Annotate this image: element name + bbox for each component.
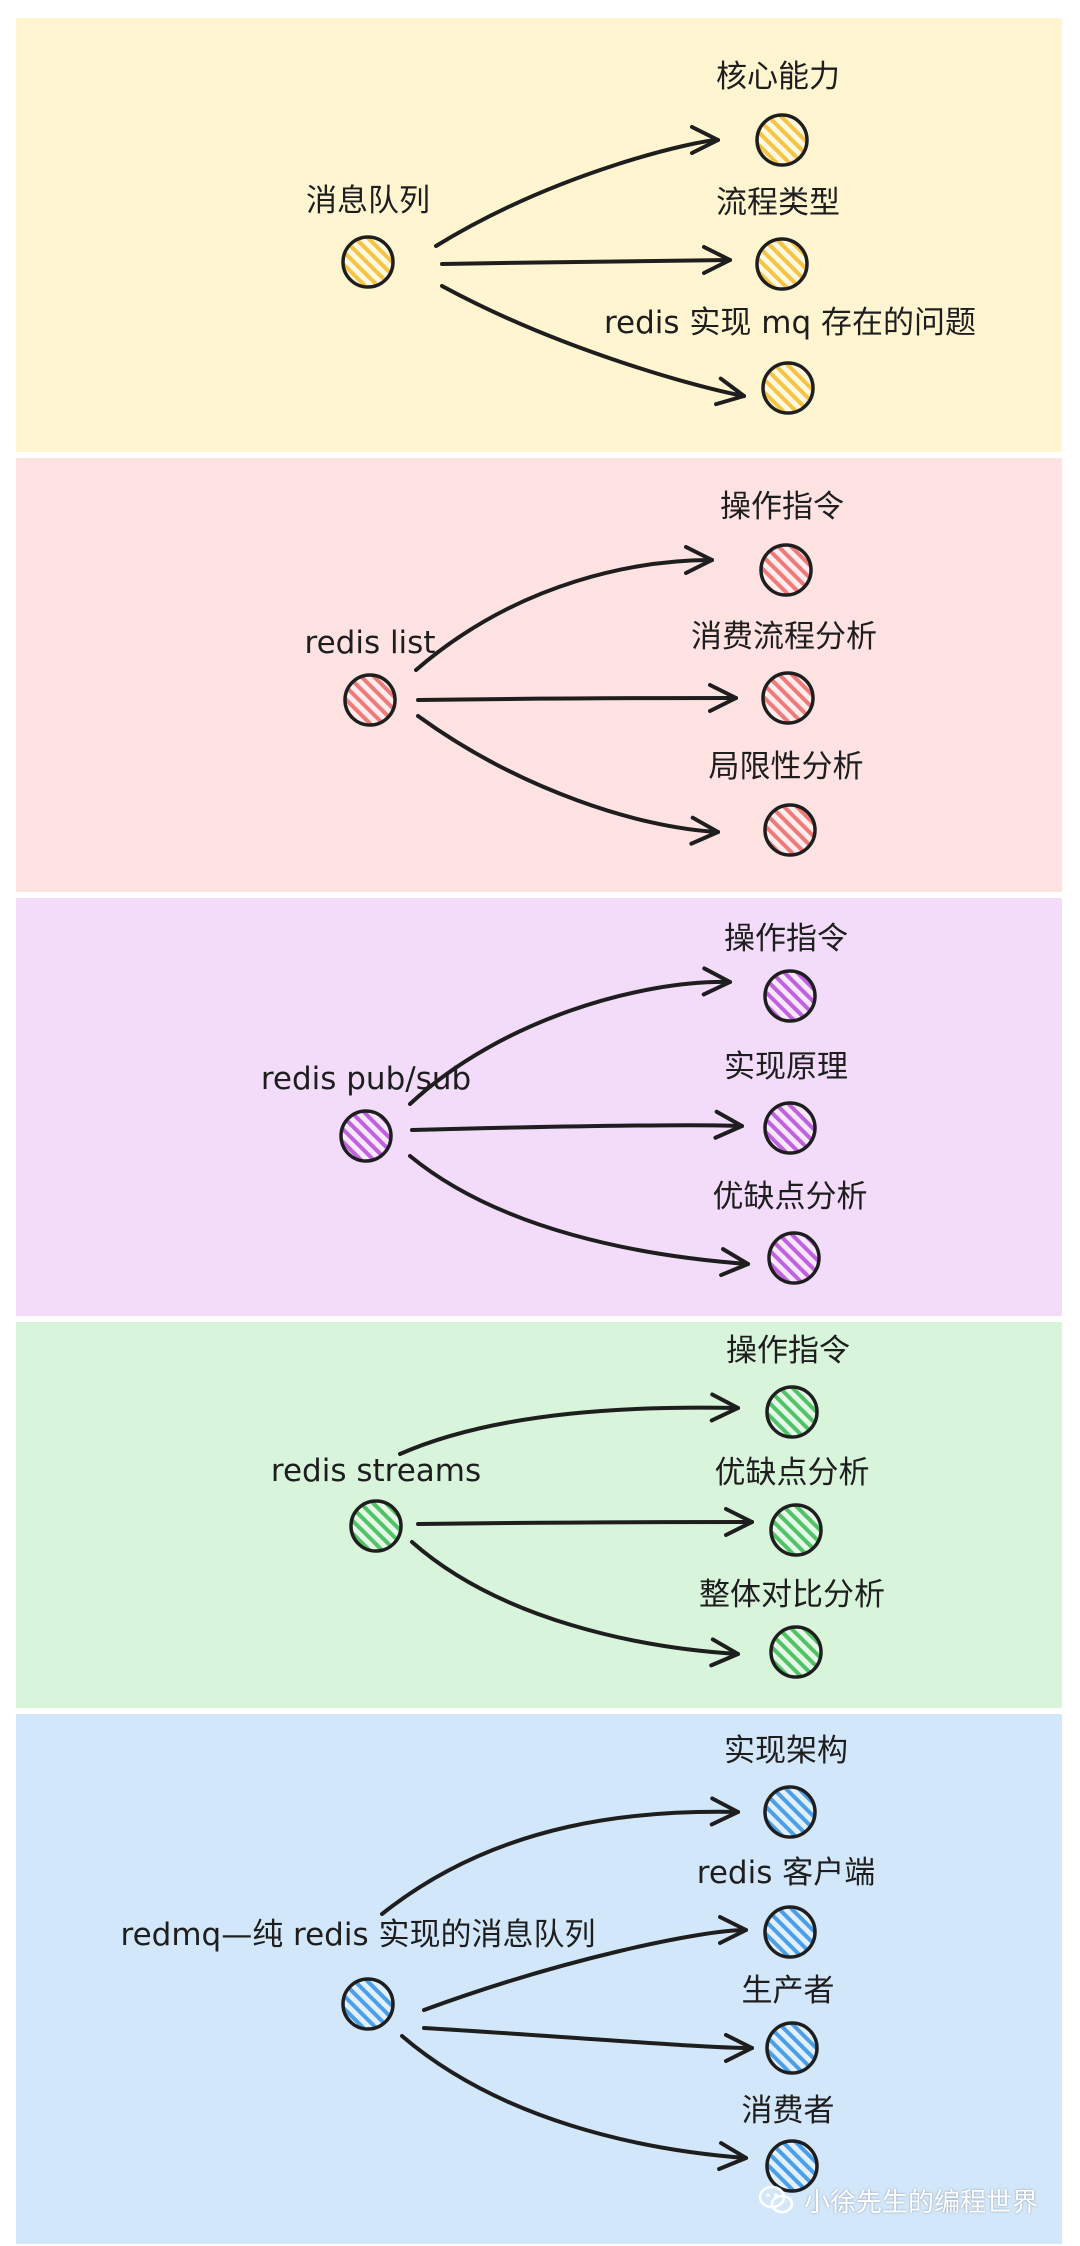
child-label: 操作指令 (726, 1333, 850, 1369)
section-panel (16, 18, 1062, 452)
child-label: 操作指令 (720, 489, 844, 525)
child-node (763, 1785, 817, 1839)
root-label: redis list (304, 625, 436, 661)
child-node (765, 1385, 819, 1439)
connector-arrow (440, 284, 746, 398)
connector-arrow (408, 979, 732, 1106)
arrow-head (701, 966, 732, 997)
child-node (763, 1905, 817, 1959)
root-label: redis streams (270, 1453, 482, 1489)
child-label: 优缺点分析 (714, 1455, 870, 1491)
arrow-head (724, 2033, 754, 2063)
child-node (755, 237, 809, 291)
child-node (767, 1231, 821, 1285)
child-node (761, 671, 815, 725)
child-node (765, 2021, 819, 2075)
arrow-head (714, 376, 746, 407)
child-node (769, 1625, 823, 1679)
arrow-head (724, 1507, 754, 1537)
child-label: 实现原理 (724, 1049, 848, 1085)
child-node (763, 1101, 817, 1155)
root-label: redmq—纯 redis 实现的消息队列 (120, 1917, 596, 1953)
root-node (343, 673, 397, 727)
arrow-head (713, 1109, 744, 1140)
child-label: 生产者 (741, 1973, 835, 2009)
child-label: 消费流程分析 (691, 619, 877, 655)
section-panel (16, 458, 1062, 892)
arrow-head (719, 1247, 750, 1278)
child-label: 局限性分析 (708, 749, 864, 785)
child-label: redis 实现 mq 存在的问题 (603, 305, 977, 341)
root-label: 消息队列 (306, 183, 430, 219)
root-label: redis pub/sub (260, 1061, 472, 1097)
child-node (763, 969, 817, 1023)
root-node (341, 235, 395, 289)
section-panel (16, 1714, 1062, 2244)
child-node (769, 1503, 823, 1557)
connector-arrow (410, 1123, 744, 1132)
watermark-text: 小徐先生的编程世界 (804, 2187, 1039, 2218)
arrow-head (709, 1796, 740, 1827)
child-node (759, 543, 813, 597)
child-node (755, 113, 809, 167)
child-label: 核心能力 (716, 59, 840, 95)
connector-arrow (410, 1540, 740, 1656)
arrow-head (717, 2141, 748, 2172)
child-label: 消费者 (741, 2093, 835, 2129)
root-node (341, 1977, 395, 2031)
arrow-head (718, 1915, 748, 1945)
connector-arrow (434, 138, 720, 248)
wechat-icon (758, 2185, 794, 2215)
arrow-head (702, 245, 732, 275)
child-node (761, 361, 815, 415)
section-panel (16, 1322, 1062, 1708)
arrow-head (709, 1392, 740, 1423)
connector-arrow (380, 1809, 740, 1916)
connector-arrow (408, 1154, 750, 1266)
connector-arrow (416, 696, 738, 702)
root-node (349, 1499, 403, 1553)
arrow-head (709, 1637, 740, 1668)
child-node (765, 2139, 819, 2193)
child-label: 优缺点分析 (712, 1179, 868, 1215)
section-panel (16, 898, 1062, 1316)
child-label: 整体对比分析 (699, 1577, 885, 1613)
child-label: redis 客户端 (696, 1855, 876, 1891)
arrow-head (689, 815, 720, 846)
connector-arrow (416, 714, 720, 834)
connector-arrow (414, 558, 714, 672)
connector-arrow (400, 2034, 748, 2160)
child-label: 实现架构 (724, 1733, 848, 1769)
arrow-head (708, 683, 738, 713)
child-label: 流程类型 (716, 185, 840, 221)
connector-arrow (422, 1928, 748, 2012)
child-label: 操作指令 (724, 921, 848, 957)
connector-arrow (398, 1405, 740, 1456)
watermark: 小徐先生的编程世界 (758, 2180, 1038, 2220)
connector-arrow (416, 1520, 754, 1526)
connector-arrow (422, 2026, 754, 2050)
root-node (339, 1109, 393, 1163)
arrow-head (684, 545, 714, 575)
child-node (763, 803, 817, 857)
arrow-head (690, 125, 720, 155)
connector-arrow (440, 258, 732, 266)
